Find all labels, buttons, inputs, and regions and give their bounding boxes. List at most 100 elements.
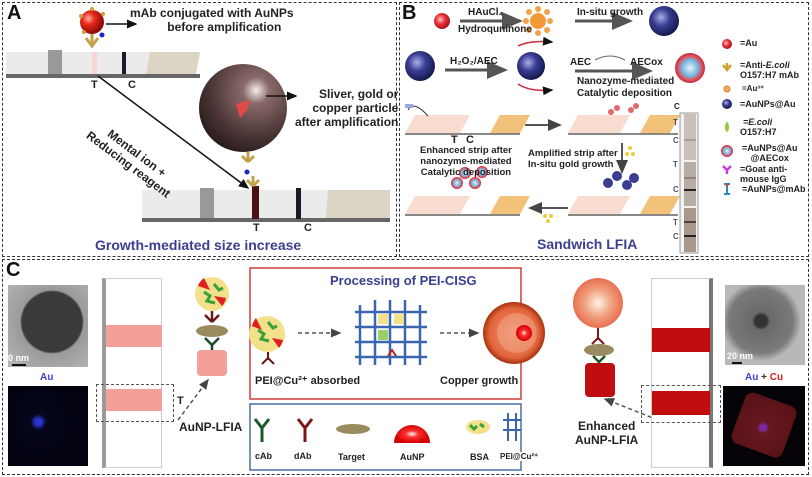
legend-box <box>249 403 522 471</box>
tem-right-elements: Au + Cu <box>745 372 784 383</box>
test-strip-before <box>6 50 200 78</box>
aunp-icon <box>394 425 430 443</box>
test-line <box>92 52 97 74</box>
legend-au-icon <box>722 39 732 49</box>
process-step1-label: PEI@Cu²⁺ absorbed <box>255 375 361 387</box>
aunp-lfia-label: AuNP-LFIA <box>179 420 243 434</box>
tem-image-au <box>8 285 88 367</box>
control-line <box>122 52 126 74</box>
step-hydroquinone: Hydroquninone <box>458 24 532 35</box>
strip-a2-t-label: T <box>253 222 260 234</box>
panel-a-label: A <box>7 2 22 24</box>
photo-strip-label: T <box>673 218 678 227</box>
legend-target-label: Target <box>338 452 365 462</box>
enhanced-lfia-label: Enhanced AuNP-LFIA <box>575 419 639 447</box>
legend-aecox-icon <box>721 145 733 157</box>
eds-map-au-cu <box>723 386 805 466</box>
legend-aunps-mab-label: =AuNPs@mAb <box>742 184 806 194</box>
amplified-strip-caption: Amplified strip after In-situ gold growt… <box>528 148 618 170</box>
step-hauCl4: HAuCl₄ <box>468 7 504 18</box>
legend-pei-label: PEI@Cu²⁺ <box>500 452 539 462</box>
panel-b <box>399 2 809 257</box>
photo-strip-label: C <box>673 232 679 241</box>
test-band-pink <box>106 389 162 411</box>
lfia-strip-left <box>102 278 162 468</box>
legend-dab-label: dAb <box>294 451 312 461</box>
legend-bsa-label: BSA <box>470 452 490 462</box>
copper-grown-particle <box>483 302 545 364</box>
strip-b-c-label: C <box>466 134 474 146</box>
aec-label: AEC <box>570 57 592 68</box>
strip-c-t-label: T <box>177 395 184 407</box>
photo-strips <box>679 112 699 254</box>
strip-a2-c-label: C <box>304 222 312 234</box>
panel-c-label: C <box>6 259 21 281</box>
step-h2o2-aec: H₂O₂/AEC <box>450 56 498 67</box>
strip-a1-t-label: T <box>91 79 98 91</box>
aunp-mab-conjugate <box>79 7 105 49</box>
diagonal-arrow <box>97 75 250 189</box>
mab-annotation: mAb conjugated with AuNPs before amplifi… <box>130 6 294 34</box>
photo-strip-top-label: C <box>674 102 680 111</box>
test-strip-after <box>142 186 390 222</box>
pei-network <box>355 300 427 365</box>
legend-aunps-au-label: =AuNPs@Au <box>740 99 796 109</box>
aunp-sandwich <box>195 277 229 376</box>
legend-au-label: =Au <box>740 38 758 48</box>
amplified-particle <box>199 64 287 188</box>
photo-strip-label: T <box>673 160 678 169</box>
legend-mab-label: =Anti-E.coli O157:H7 mAb <box>740 60 800 81</box>
sample-pad <box>48 50 62 74</box>
step-nanozyme: Nanozyme-mediated Catalytic deposition <box>577 76 675 99</box>
strip-b-t-label: T <box>451 134 458 146</box>
legend-igg-label: =Goat anti- mouse IgG <box>740 164 788 185</box>
tem-image-au-cu <box>725 285 805 365</box>
tem-right-scale: 20 nm <box>727 351 754 361</box>
control-band-pink <box>106 325 162 347</box>
panel-a-title: Growth-mediated size increase <box>95 237 302 253</box>
legend-aecox-label: =AuNPs@Au @AECox <box>742 143 798 164</box>
legend-ecoli-icon <box>725 122 729 132</box>
particle-annotation: Sliver, gold or copper particle after am… <box>295 87 399 129</box>
strip-b-enhanced <box>405 166 530 216</box>
strip-b-initial <box>405 104 530 135</box>
tem-left-element: Au <box>40 372 54 383</box>
panel-a <box>2 2 397 257</box>
cab-icon <box>253 418 271 442</box>
strip-b-labeled <box>568 103 680 135</box>
legend-ecoli-label: =E.coli O157:H7 <box>740 117 777 138</box>
enhanced-strip-caption: Enhanced strip after nanozyme-mediated C… <box>420 145 512 178</box>
panel-b-label: B <box>402 2 417 24</box>
photo-strip-label: C <box>673 136 679 145</box>
process-step2-label: Copper growth <box>440 375 519 387</box>
eds-map-au <box>8 386 88 466</box>
step-insitu-growth: In-situ growth <box>577 7 644 18</box>
control-line <box>296 188 301 219</box>
photo-strip-label: T <box>673 118 678 127</box>
panel-c <box>2 259 809 475</box>
test-band-highlight <box>96 384 174 422</box>
absorbent-pad <box>146 52 200 74</box>
dab-icon <box>296 418 314 442</box>
pei-cu-particle <box>249 316 285 365</box>
au3-decorated-seed <box>523 6 553 36</box>
legend-mab-icon <box>722 63 732 73</box>
legend-cab-label: cAb <box>255 451 273 461</box>
legend-aunp-label: AuNP <box>400 452 425 462</box>
test-band-highlight-right <box>641 385 721 423</box>
legend-igg-icon <box>722 165 732 174</box>
photo-strip-label: C <box>673 185 679 194</box>
au-seed <box>434 13 450 29</box>
strip-a1-c-label: C <box>128 79 136 91</box>
legend-aunps-au-icon <box>722 99 732 109</box>
legend-au3-icon <box>723 85 731 93</box>
test-line-enhanced <box>252 186 259 219</box>
strip-b-amplified <box>568 171 680 216</box>
bsa-icon <box>466 420 490 434</box>
tem-right-scalebar <box>732 362 742 364</box>
tem-left-scale: 0 nm <box>8 353 30 363</box>
pei-cu-icon <box>503 413 521 441</box>
